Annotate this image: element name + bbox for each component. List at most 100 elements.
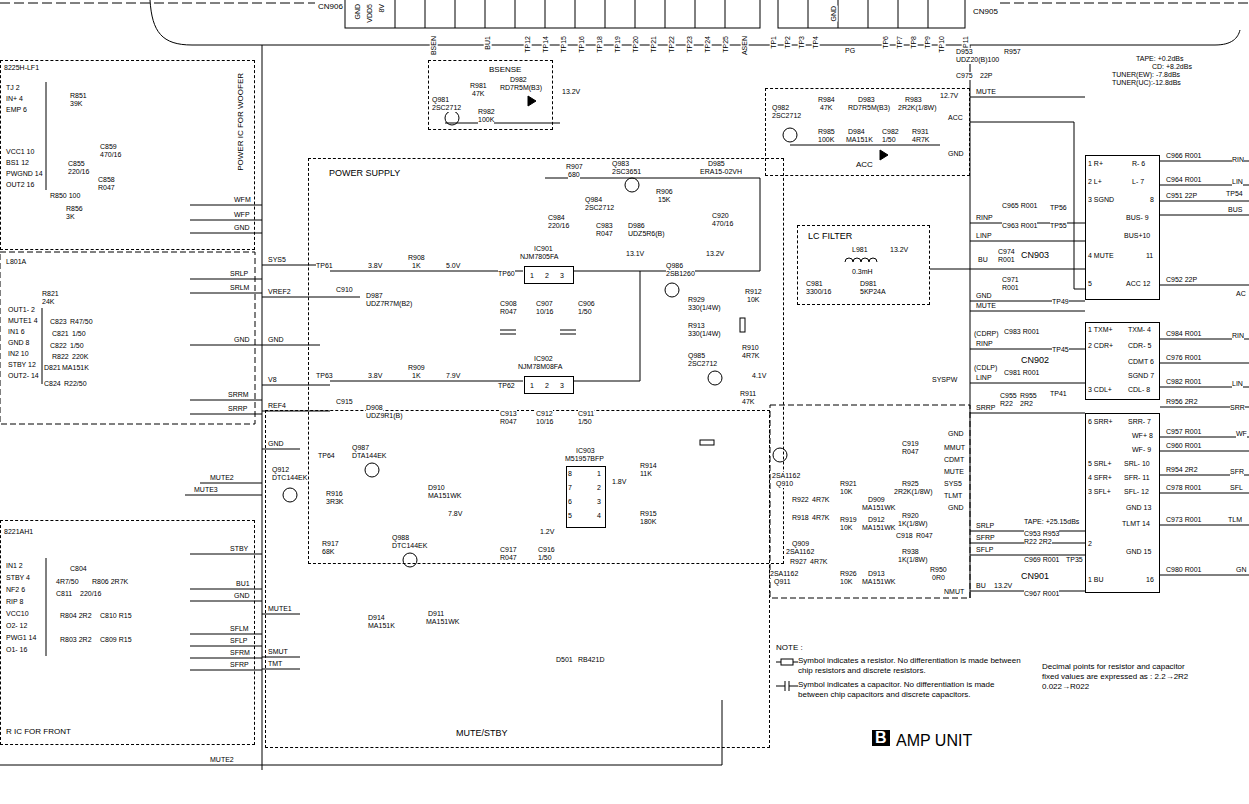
part-label: R931: [912, 128, 929, 136]
part-label: RB421D: [578, 656, 604, 664]
part-label: SGND 7: [1128, 372, 1154, 380]
part-label: C915: [336, 398, 353, 406]
part-label: 6: [568, 498, 572, 506]
part-label: GND 8: [8, 339, 29, 347]
part-label: C969 R001: [1024, 556, 1059, 564]
part-label: R822: [52, 353, 69, 361]
part-label: R950: [930, 566, 947, 574]
part-label: MUTE3: [194, 486, 218, 494]
part-label: PWGND 14: [6, 170, 43, 178]
part-label: VCC1 10: [6, 148, 34, 156]
part-label: L981: [852, 246, 868, 254]
part-label: 1.2V: [540, 528, 554, 536]
part-label: TP20: [632, 36, 640, 53]
part-label: 2: [545, 272, 549, 280]
wire-line: [970, 97, 1085, 591]
part-label: GND: [234, 592, 250, 600]
part-label: DTC144EK: [392, 542, 427, 550]
part-label: R907: [566, 163, 583, 171]
legend-row: Symbol indicates a resistor. No differen…: [776, 656, 1031, 676]
part-label: D985: [708, 160, 725, 168]
part-label: C810 R15: [100, 612, 132, 620]
part-label: LINP: [976, 374, 992, 382]
part-label: BUS: [1228, 206, 1242, 214]
part-label: MA151WK: [862, 504, 895, 512]
part-label: R927: [790, 558, 807, 566]
part-label: RINP: [976, 340, 993, 348]
part-label: AC: [1236, 290, 1246, 298]
part-label: VDD5: [366, 4, 374, 23]
part-label: C910: [336, 286, 353, 294]
part-label: D986: [628, 222, 645, 230]
wire-line: [845, 258, 877, 262]
part-label: 220/16: [68, 168, 89, 176]
part-label: L801A: [6, 258, 26, 266]
part-label: IN+ 4: [6, 95, 23, 103]
part-label: TP64: [318, 452, 335, 460]
block-title: NJM78M08FA: [518, 363, 562, 371]
part-label: C951 22P: [1166, 192, 1197, 200]
part-label: 39K: [70, 100, 82, 108]
part-label: R22/50: [64, 380, 87, 388]
part-label: 4R7K: [810, 558, 828, 566]
part-label: R- 6: [1132, 160, 1145, 168]
part-label: SFRP: [976, 534, 995, 542]
part-label: GND 13: [1126, 504, 1151, 512]
part-label: BUS- 9: [1126, 214, 1149, 222]
part-label: R906: [656, 188, 673, 196]
part-label: TUNER(EW): -7.8dBs: [1112, 71, 1180, 79]
part-label: Q910: [776, 480, 793, 488]
part-label: (CDLP): [974, 364, 997, 372]
part-label: BU: [976, 582, 986, 590]
part-label: Q912: [272, 466, 289, 474]
part-label: TP9: [924, 36, 932, 49]
part-label: V8: [268, 376, 277, 384]
part-label: R922: [792, 496, 809, 504]
part-label: 470/16: [712, 220, 733, 228]
part-label: LIN: [1232, 178, 1243, 186]
part-label: R910: [742, 344, 759, 352]
part-label: C809 R15: [100, 636, 132, 644]
part-label: C978 R001: [1166, 484, 1201, 492]
part-label: 7: [568, 484, 572, 492]
part-label: 13.2V: [890, 246, 908, 254]
part-label: R929: [688, 296, 705, 304]
part-label: R917: [322, 540, 339, 548]
part-label: 16: [1146, 576, 1154, 584]
part-label: C911: [578, 410, 594, 418]
part-label: DTC144EK: [272, 474, 307, 482]
transistor-symbol: [773, 448, 787, 462]
part-label: SFRM: [230, 649, 250, 657]
part-label: 10/16: [536, 308, 554, 316]
legend-row: Symbol indicates a capacitor. No differe…: [776, 680, 1031, 700]
part-label: 3 SFL+: [1088, 488, 1111, 496]
part-label: C918: [896, 532, 913, 540]
part-label: TP19: [614, 36, 622, 53]
part-label: C981: [806, 280, 823, 288]
block-title: CN902: [1021, 356, 1049, 366]
part-label: 1 R+: [1088, 160, 1103, 168]
part-label: 1 TXM+: [1088, 326, 1113, 334]
part-label: Q983: [612, 160, 629, 168]
part-label: R956 2R2: [1166, 398, 1198, 406]
part-label: C919: [902, 440, 919, 448]
signal-wire: [930, 269, 1085, 270]
part-label: 4: [597, 512, 601, 520]
part-label: OUT2- 14: [8, 372, 39, 380]
part-label: UDZ7R7M(B2): [366, 300, 412, 308]
part-label: TLMT 14: [1122, 520, 1150, 528]
part-label: 13.2V: [706, 250, 724, 258]
legend-text: Symbol indicates a capacitor. No differe…: [798, 680, 1026, 700]
part-label: WF+ 8: [1132, 432, 1153, 440]
wire-line: [0, 3, 315, 4]
wire-line: [330, 178, 760, 381]
part-label: WFM: [234, 196, 251, 204]
part-label: GND: [234, 224, 250, 232]
block-title: M51957BFP: [565, 455, 604, 463]
part-label: TAPE: +25.15dBs: [1024, 518, 1079, 526]
part-label: 1/50: [578, 308, 592, 316]
part-label: 4R7/50: [56, 578, 79, 586]
part-label: 2: [1088, 540, 1092, 548]
part-label: R911: [740, 390, 756, 398]
transistor-symbol: [665, 283, 679, 297]
